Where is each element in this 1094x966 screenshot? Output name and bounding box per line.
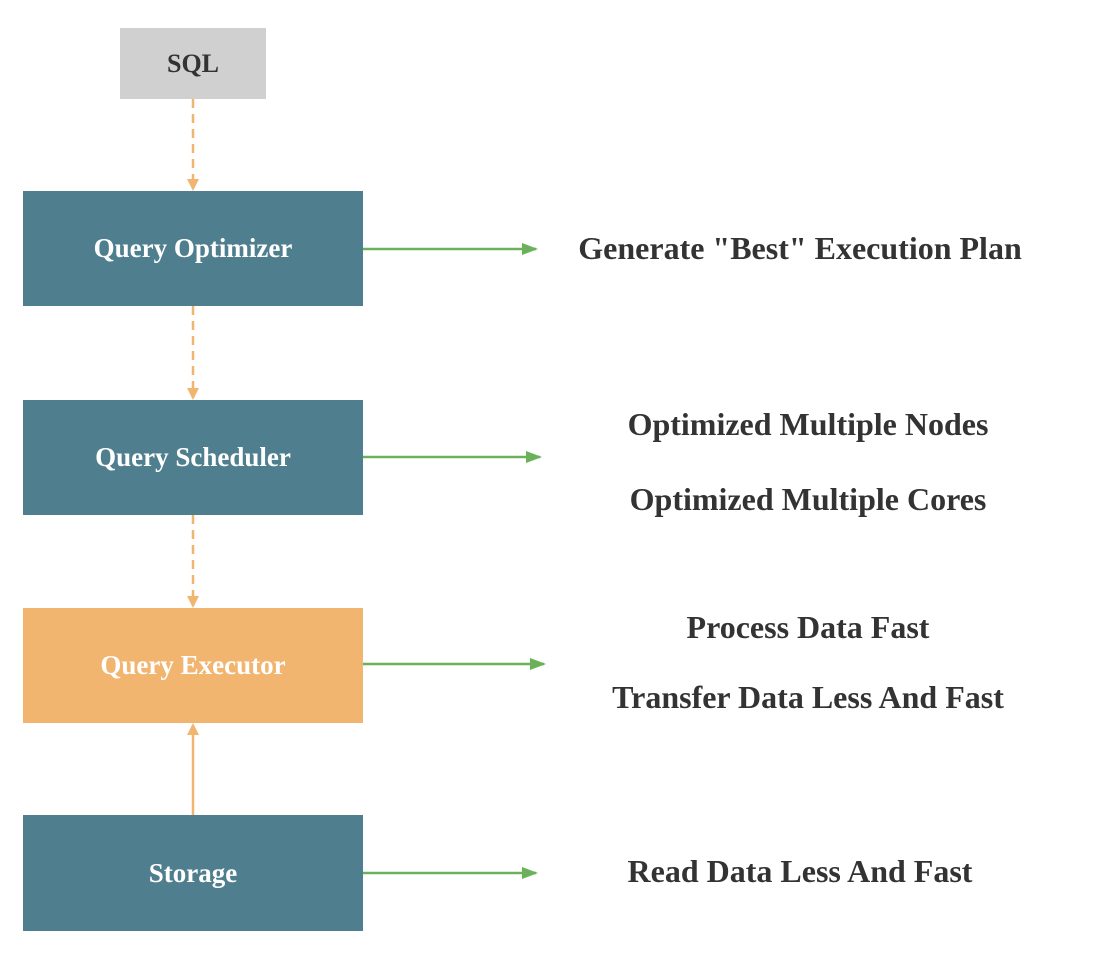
scheduler-note-nodes: Optimized Multiple Nodes [627, 406, 989, 442]
query-optimizer-label: Query Optimizer [93, 233, 293, 263]
query-executor-node: Query Executor [23, 608, 363, 723]
storage-node: Storage [23, 815, 363, 931]
storage-label: Storage [148, 857, 238, 888]
query-executor-label: Query Executor [100, 650, 286, 680]
sql-node-label: SQL [166, 48, 220, 78]
query-scheduler-label: Query Scheduler [95, 442, 291, 472]
storage-note: Read Data Less And Fast [627, 853, 973, 889]
query-optimizer-node: Query Optimizer [23, 191, 363, 306]
optimizer-note: Generate "Best" Execution Plan [578, 230, 1022, 266]
executor-note-process: Process Data Fast [686, 609, 930, 645]
sql-node: SQL [120, 28, 266, 99]
executor-note-transfer: Transfer Data Less And Fast [612, 679, 1004, 715]
scheduler-note-cores: Optimized Multiple Cores [629, 481, 987, 517]
query-scheduler-node: Query Scheduler [23, 400, 363, 515]
